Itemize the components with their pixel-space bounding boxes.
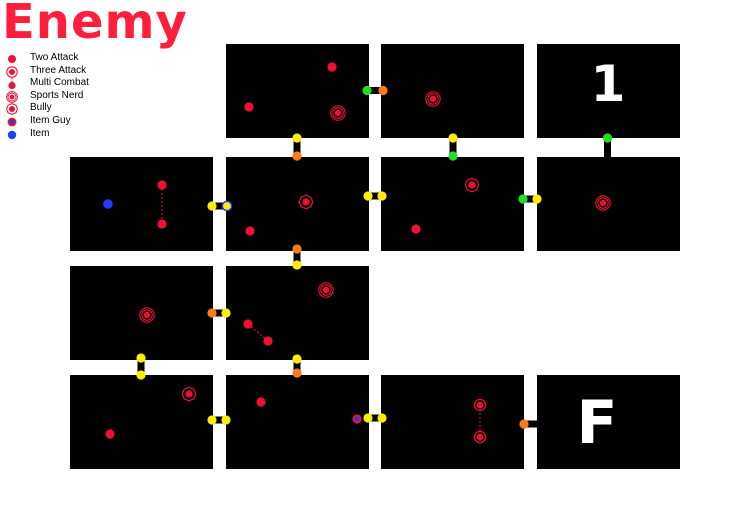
enemy-sports-nerd[interactable]: [139, 307, 155, 323]
corridor: [604, 137, 611, 158]
door-yellow[interactable]: [136, 370, 146, 380]
enemy-sports-nerd[interactable]: [595, 195, 611, 211]
room-r3-0: [70, 375, 213, 469]
door-yellow[interactable]: [448, 133, 458, 143]
door-yellow[interactable]: [363, 413, 373, 423]
corridor: [293, 249, 301, 268]
door-orange[interactable]: [292, 151, 302, 161]
blue-dot-icon: [7, 130, 17, 139]
corridor: [522, 195, 539, 203]
legend-label: Two Attack: [30, 52, 79, 63]
corridor: [293, 137, 301, 158]
door-yellow[interactable]: [221, 308, 231, 318]
room-r0-3: [537, 44, 680, 138]
door-yellow[interactable]: [221, 200, 233, 212]
red-dot-wavy-ring-icon: [6, 103, 18, 116]
room-label-final: F: [577, 388, 618, 458]
corridor: [211, 309, 228, 317]
corridor: [211, 202, 228, 210]
enemy-two-attack[interactable]: [411, 224, 421, 234]
enemy-two-attack[interactable]: [256, 397, 266, 407]
corridor: [211, 416, 228, 424]
enemy-two-attack[interactable]: [244, 102, 254, 112]
door-yellow[interactable]: [377, 413, 387, 423]
door-yellow[interactable]: [136, 353, 146, 363]
door-yellow[interactable]: [292, 354, 302, 364]
corridor: [449, 137, 457, 158]
item-pickup[interactable]: [103, 199, 113, 209]
red-dot-double-ring-icon: [6, 90, 18, 103]
enemy-multi-combat[interactable]: [157, 219, 167, 229]
door-green[interactable]: [448, 151, 458, 161]
door-orange[interactable]: [292, 368, 302, 378]
corridor: [367, 87, 383, 94]
enemy-two-attack[interactable]: [105, 429, 115, 439]
legend-label: Three Attack: [30, 64, 87, 76]
room-r1-1: [226, 157, 369, 251]
solid-red-dot-icon: [8, 55, 16, 63]
room-r3-3: [537, 375, 680, 469]
door-orange[interactable]: [519, 419, 529, 429]
room-r0-2: [381, 44, 524, 138]
room-r0-1: [226, 44, 369, 138]
door-green[interactable]: [362, 85, 372, 96]
corridor: [522, 420, 539, 428]
enemy-multi-combat[interactable]: [157, 180, 167, 190]
red-dot-dashed-icon: [8, 78, 16, 90]
door-yellow[interactable]: [292, 133, 302, 143]
corridor: [137, 358, 145, 377]
door-orange[interactable]: [207, 308, 217, 318]
legend-label: Multi Combat: [30, 77, 89, 89]
door-yellow[interactable]: [221, 415, 231, 425]
door-yellow[interactable]: [532, 194, 542, 204]
door-orange[interactable]: [378, 85, 388, 96]
door-green[interactable]: [602, 133, 613, 143]
legend-label: Sports Nerd: [30, 89, 84, 101]
door-yellow[interactable]: [207, 201, 217, 211]
room-r2-1: [226, 266, 369, 360]
enemy-two-attack[interactable]: [327, 62, 337, 72]
enemy-multi-combat[interactable]: [243, 319, 253, 329]
legend-title: Enemy: [2, 0, 188, 50]
legend-label: Item: [30, 127, 50, 139]
enemy-sports-nerd[interactable]: [318, 282, 334, 298]
room-r1-0: [70, 157, 213, 251]
door-yellow[interactable]: [377, 191, 387, 201]
legend-label: Bully: [30, 102, 52, 114]
room-label-start: 1: [591, 55, 626, 113]
enemy-multi-combat[interactable]: [263, 336, 273, 346]
enemy-sports-nerd[interactable]: [425, 91, 441, 107]
corridor: [367, 192, 383, 200]
red-dot-single-ring-icon: [6, 65, 18, 78]
corridor: [367, 414, 383, 422]
door-orange[interactable]: [292, 244, 302, 254]
room-r3-1: [226, 375, 369, 469]
door-yellow[interactable]: [292, 260, 302, 270]
red-blue-dot-icon: [7, 117, 17, 127]
room-r2-0: [70, 266, 213, 360]
door-yellow[interactable]: [363, 191, 373, 201]
room-r3-2: [381, 375, 524, 469]
legend-label: Item Guy: [30, 114, 71, 126]
room-r1-2: [381, 157, 524, 251]
door-green[interactable]: [518, 194, 528, 204]
enemy-two-attack[interactable]: [245, 226, 255, 236]
corridor: [293, 358, 301, 377]
enemy-sports-nerd[interactable]: [330, 105, 346, 121]
item-guy-core: [354, 416, 360, 422]
door-yellow[interactable]: [207, 415, 217, 425]
